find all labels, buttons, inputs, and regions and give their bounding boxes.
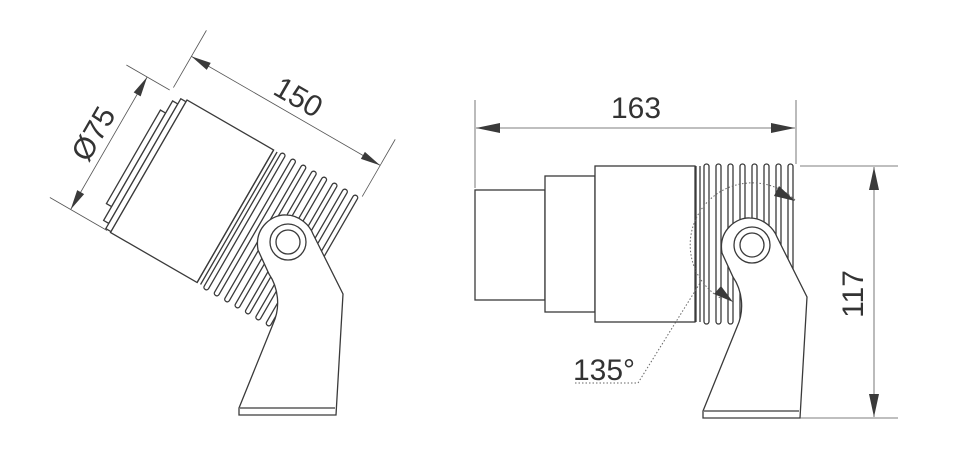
pivot-inner-icon (275, 229, 301, 255)
extension-line (361, 139, 396, 197)
right-view-side-fixture: 135° 163 117 (474, 92, 898, 419)
fin (213, 158, 296, 297)
mounting-bracket (238, 214, 344, 416)
extension-line (49, 197, 108, 231)
arrow-head (476, 123, 500, 133)
pivot-outer-icon (269, 223, 307, 261)
angle-dimension-label: 135° (573, 354, 635, 387)
arrow-head (771, 123, 795, 133)
rotation-arc (689, 182, 796, 300)
extension-line (126, 64, 170, 91)
extension-line (173, 30, 207, 88)
mounting-bracket (702, 217, 808, 419)
pivot-outer-icon (733, 226, 771, 264)
fin (715, 163, 722, 325)
fin (203, 152, 286, 291)
length-dimension-line (191, 56, 381, 166)
arrow-head (774, 186, 795, 201)
fin-edge (196, 149, 275, 283)
pivot-inner-icon (739, 232, 765, 258)
rear-cap (474, 189, 546, 301)
fin (703, 163, 710, 325)
angle-leader-line (575, 282, 701, 384)
arrow-head (70, 190, 85, 210)
arrow-head (714, 286, 733, 302)
width-dimension-label: 163 (611, 92, 661, 125)
fixture-body (594, 165, 696, 323)
arrow-head (869, 167, 879, 190)
left-view-tilted-fixture: 150 Ø75 (49, 30, 396, 416)
arrow-head (191, 56, 211, 70)
diameter-dimension-line (70, 76, 148, 210)
length-dimension-label: 150 (268, 71, 328, 125)
arrow-head (133, 77, 148, 97)
fin-edge (200, 151, 278, 285)
height-dimension-label: 117 (837, 270, 870, 318)
arrow-head (360, 151, 381, 166)
arrow-head (869, 394, 879, 417)
rear-collar (544, 175, 596, 313)
